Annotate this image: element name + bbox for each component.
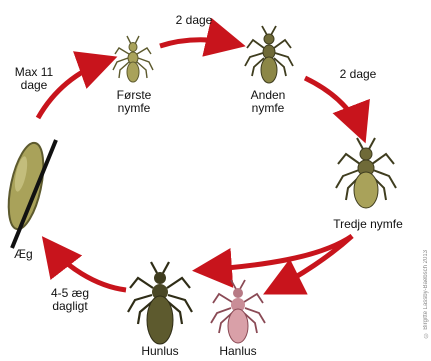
second-nymph-label: Anden nymfe xyxy=(238,89,298,115)
first-to-second-duration: 2 dage xyxy=(166,14,222,27)
egg-to-first-duration: Max 11 dage xyxy=(4,66,64,92)
arrow-second-to-third-nymph xyxy=(305,78,362,134)
female-louse-label: Hunlus xyxy=(134,345,186,358)
female-louse-illustration xyxy=(128,262,192,344)
copyright-credit: © Birgitte Lassby-Baebsch 2013 xyxy=(423,250,429,337)
male-louse-illustration xyxy=(211,280,265,343)
third-nymph-illustration xyxy=(336,138,396,208)
third-nymph-label: Tredje nymfe xyxy=(326,218,410,231)
arrow-third-to-male xyxy=(272,236,352,290)
arrow-female-to-egg xyxy=(48,244,126,290)
egg-illustration xyxy=(2,140,56,248)
egg-label: Æg xyxy=(14,248,33,261)
arrow-first-to-second-nymph xyxy=(160,40,236,46)
first-nymph-illustration xyxy=(113,36,153,82)
second-nymph-illustration xyxy=(245,26,293,83)
first-nymph-label: Første nymfe xyxy=(104,89,164,115)
second-to-third-duration: 2 dage xyxy=(330,68,386,81)
male-louse-label: Hanlus xyxy=(212,345,264,358)
eggs-per-day-label: 4-5 æg dagligt xyxy=(40,287,100,313)
